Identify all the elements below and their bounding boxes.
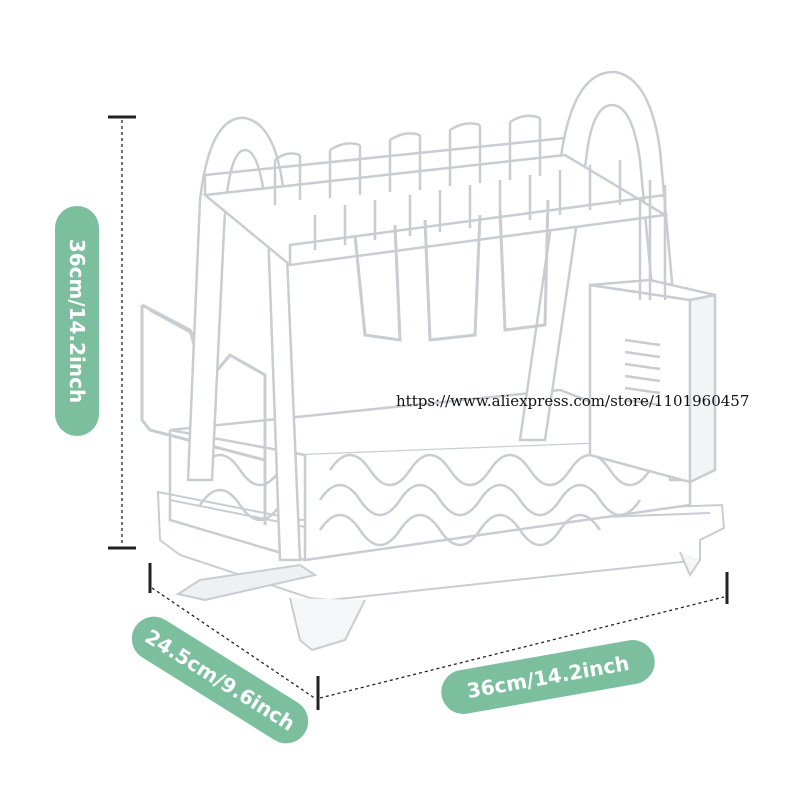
lower-basket (168, 388, 692, 562)
width-badge: 36cm/14.2inch (441, 640, 655, 714)
height-guide (108, 115, 136, 550)
height-label: 36cm/14.2inch (65, 239, 89, 403)
upper-rack (201, 114, 669, 267)
cup-hooks (353, 199, 550, 342)
store-url-watermark: https://www.aliexpress.com/store/1101960… (396, 392, 749, 410)
utensil-holder (588, 180, 717, 484)
width-guide (319, 572, 729, 699)
depth-guide (148, 563, 320, 710)
height-badge: 36cm/14.2inch (55, 206, 99, 436)
depth-label: 24.5cm/9.6inch (141, 624, 300, 735)
